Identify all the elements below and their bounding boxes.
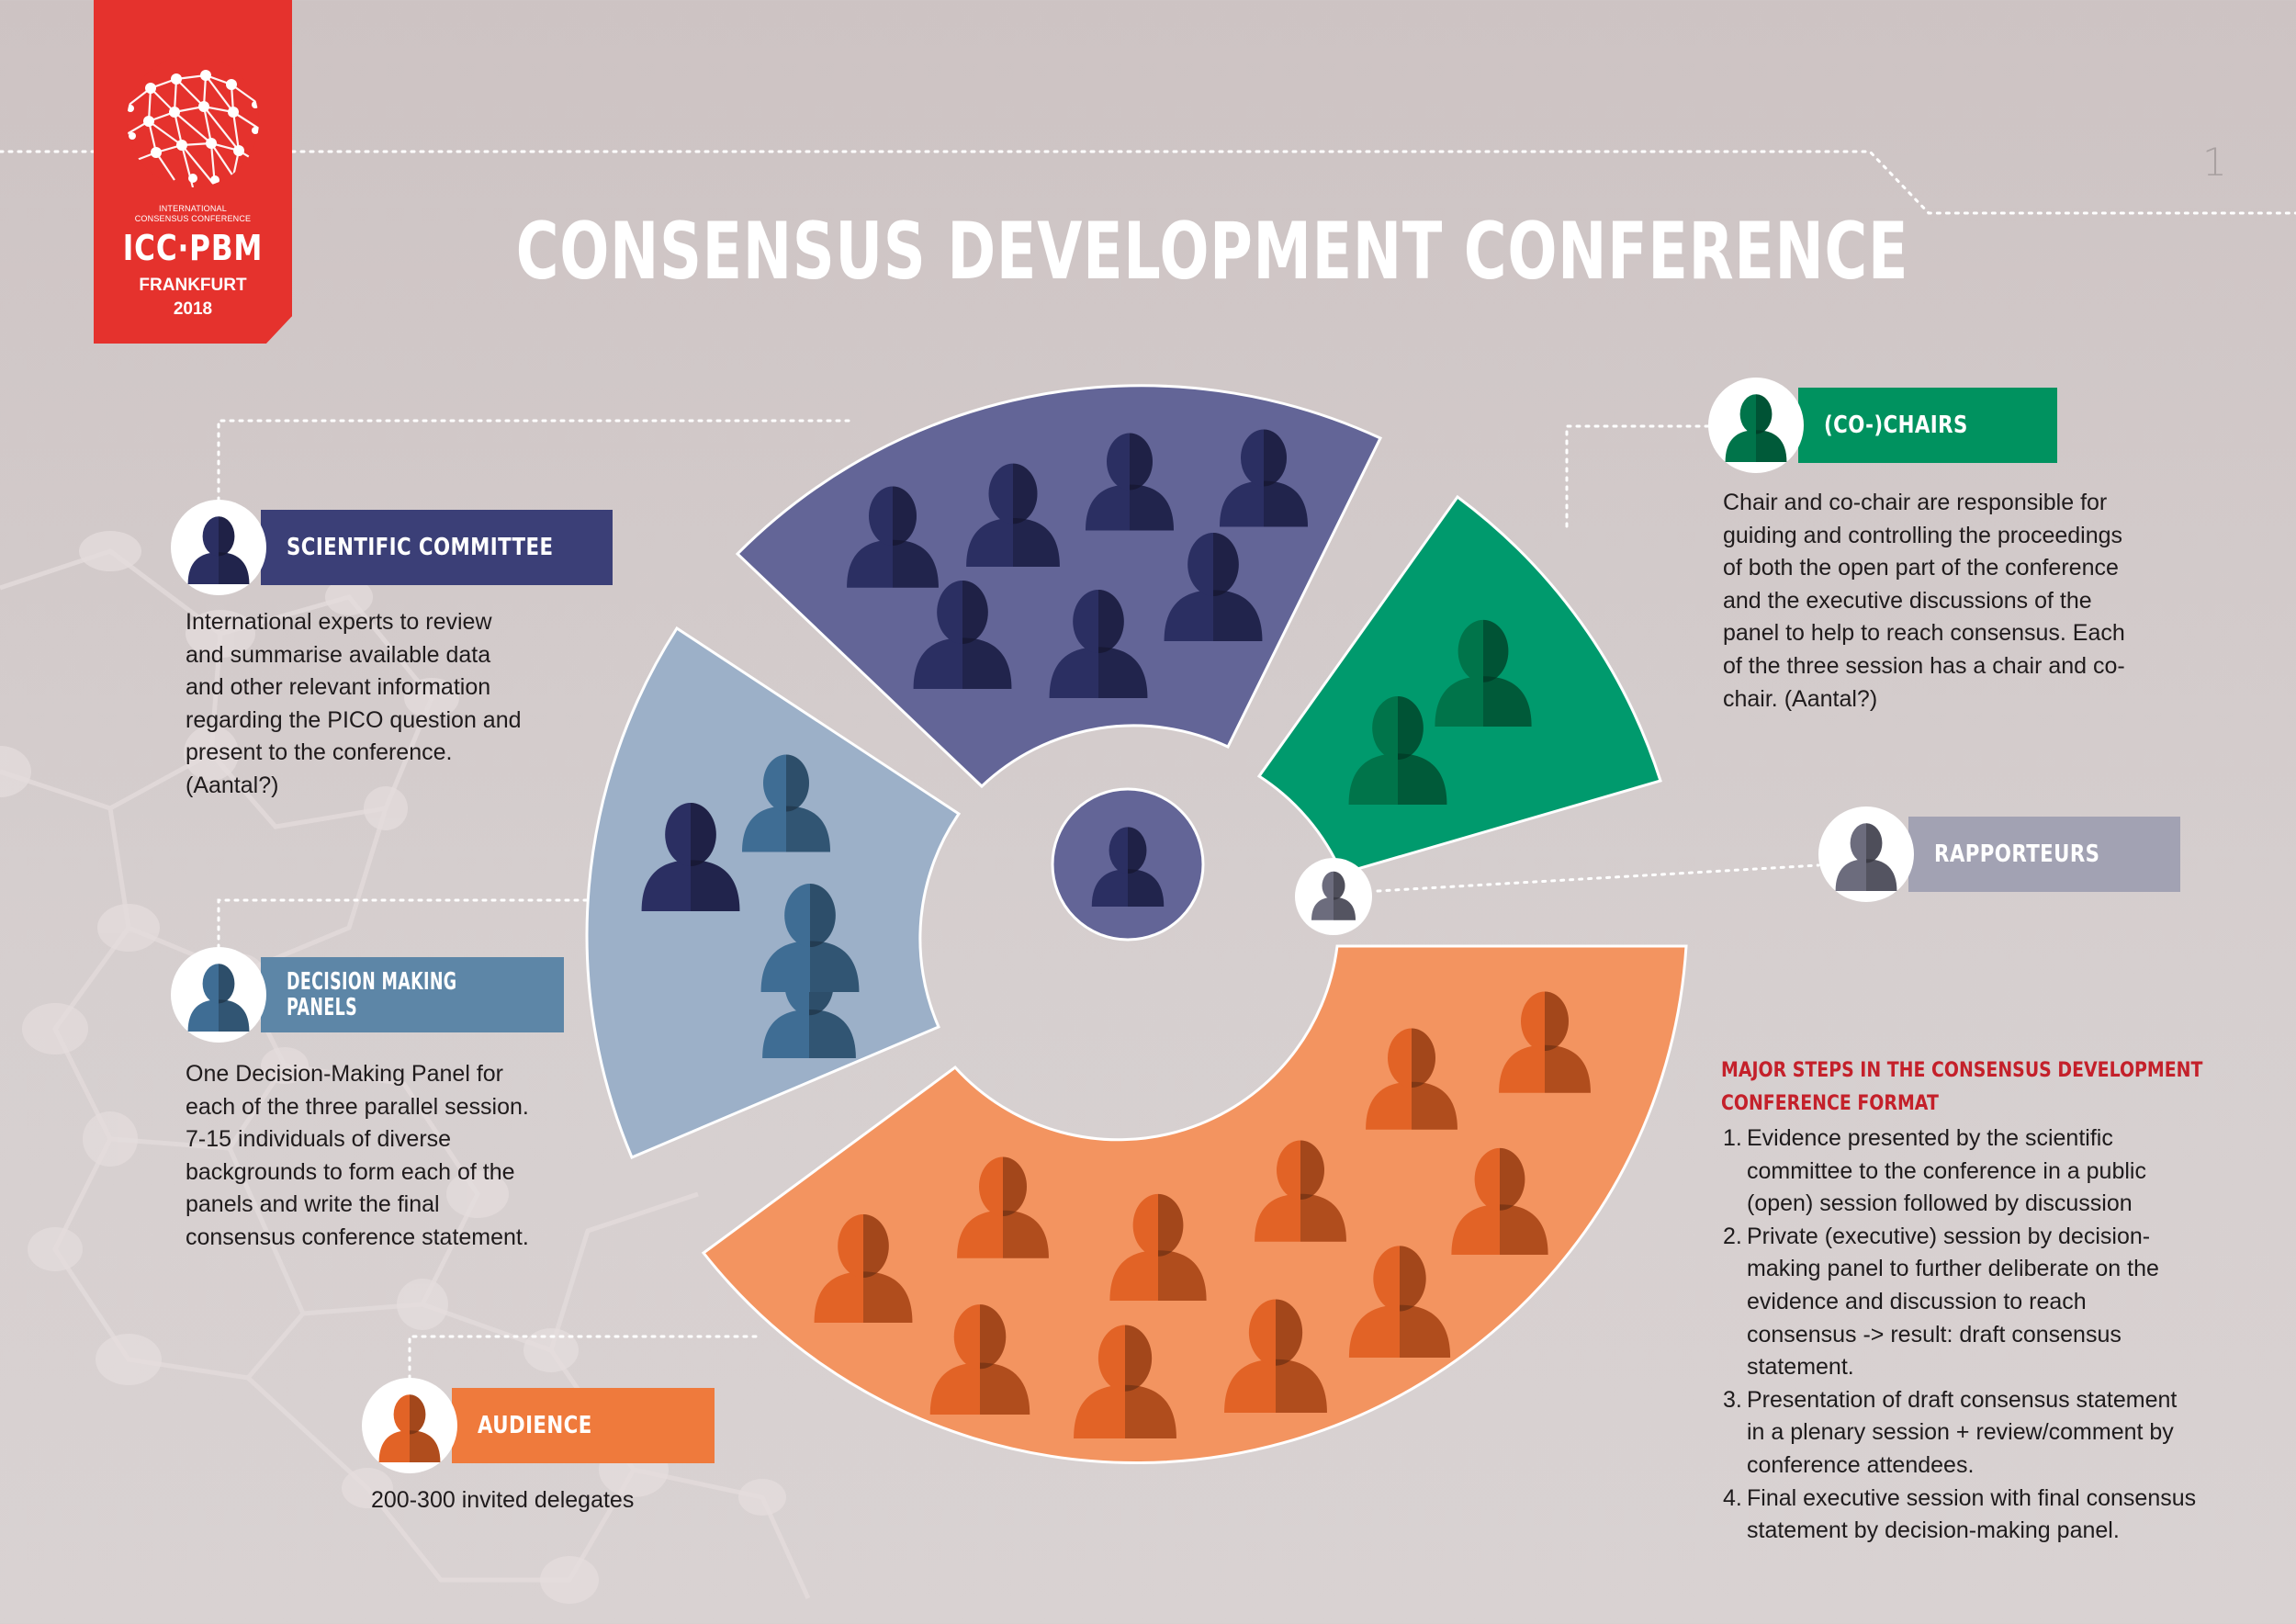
label-co-chairs: (CO-)CHAIRS — [1708, 378, 2057, 473]
scientific-committee-label: SCIENTIFIC COMMITTEE — [287, 534, 554, 561]
logo-year: 2018 — [173, 299, 213, 319]
logo-city: FRANKFURT — [139, 276, 247, 295]
decision-making-panels-label-line1: DECISION MAKING — [287, 968, 457, 996]
co-chairs-description: Chair and co-chair are responsible for g… — [1723, 490, 2125, 712]
decision-making-panels-label-line2: PANELS — [287, 994, 358, 1021]
page-number: 1 — [2202, 140, 2227, 185]
steps-list: 1.Evidence presented by the scientific c… — [1723, 1122, 2200, 1548]
person-icon — [1708, 378, 1804, 473]
list-item: 1.Evidence presented by the scientific c… — [1723, 1125, 2146, 1217]
sector-decision-making-panels — [585, 626, 962, 1159]
label-audience: AUDIENCE — [362, 1378, 715, 1473]
logo-name: ICC·PBM — [122, 228, 264, 268]
label-rapporteurs: RAPPORTEURS — [1818, 806, 2180, 902]
decision-making-panels-description: One Decision-Making Panel for each of th… — [186, 1061, 529, 1250]
list-item: 3.Presentation of draft consensus statem… — [1723, 1386, 2178, 1478]
list-item: 2.Private (executive) session by decisio… — [1723, 1223, 2159, 1381]
globe-icon — [127, 55, 259, 187]
page-title: CONSENSUS DEVELOPMENT CONFERENCE — [515, 206, 1909, 298]
logo-subtitle-line2: CONSENSUS CONFERENCE — [134, 214, 252, 223]
scientific-committee-description: International experts to review and summ… — [186, 609, 522, 798]
audience-label: AUDIENCE — [478, 1412, 592, 1439]
person-icon — [171, 500, 266, 595]
person-icon — [1818, 806, 1914, 902]
co-chairs-label: (CO-)CHAIRS — [1824, 412, 1968, 439]
audience-description: 200-300 invited delegates — [371, 1487, 635, 1513]
icc-pbm-logo: INTERNATIONAL CONSENSUS CONFERENCE ICC·P… — [94, 0, 292, 344]
logo-subtitle-line1: INTERNATIONAL — [159, 204, 227, 213]
person-icon — [171, 947, 266, 1043]
person-icon — [362, 1378, 457, 1473]
label-decision-making-panels: DECISION MAKING PANELS — [171, 947, 564, 1043]
rapporteurs-label: RAPPORTEURS — [1934, 840, 2100, 868]
label-scientific-committee: SCIENTIFIC COMMITTEE — [171, 500, 613, 595]
sector-scientific-committee — [735, 384, 1383, 789]
list-item: 4.Final executive session with final con… — [1723, 1484, 2197, 1544]
steps-title: MAJOR STEPS IN THE CONSENSUS DEVELOPMENT… — [1721, 1059, 2203, 1115]
